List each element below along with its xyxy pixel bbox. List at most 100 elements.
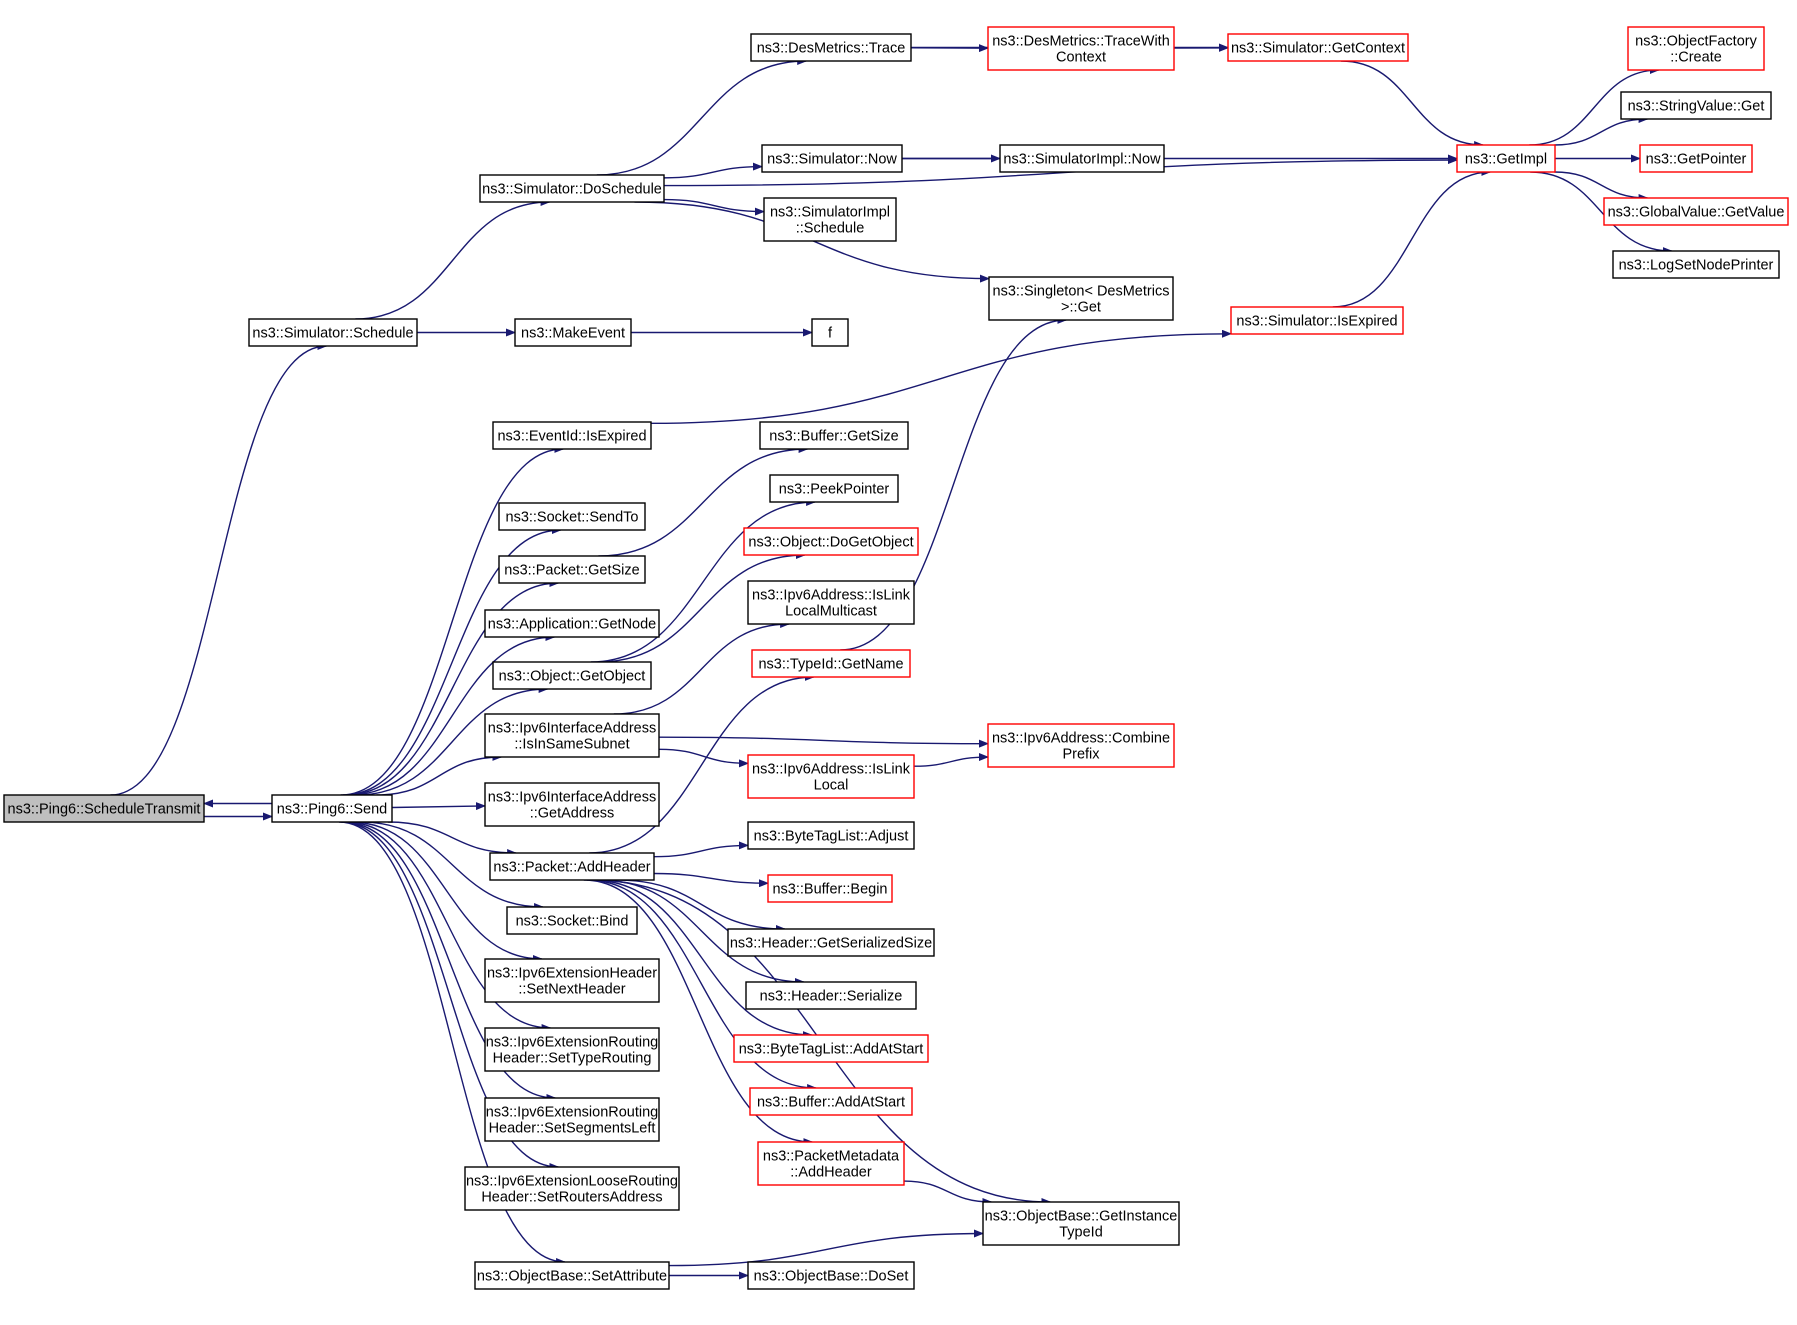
edge-simulator_doschedule-to-desmetrics_trace: [596, 57, 808, 176]
node-label: ns3::Header::Serialize: [760, 989, 903, 1005]
edge-packet_addheader-to-buffer_addatstart: [586, 879, 818, 1092]
node-simulator-getcontext[interactable]: ns3::Simulator::GetContext: [1227, 33, 1409, 62]
node-box: [999, 144, 1165, 173]
edge-ping6_send-to-socket_sendto: [343, 526, 562, 796]
edge-simulator_isexpired-to-getimpl: [1332, 168, 1492, 308]
edge-packet_addheader-to-typeid_getname: [589, 673, 815, 854]
node-box: [743, 527, 919, 556]
node-label: ::SetNextHeader: [518, 982, 625, 998]
node-label: Context: [1056, 50, 1106, 66]
node-objectbase-doset[interactable]: ns3::ObjectBase::DoSet: [747, 1261, 915, 1290]
node-eventid-isexpired[interactable]: ns3::EventId::IsExpired: [492, 421, 652, 450]
node-box: [3, 794, 205, 823]
node-simulator-isexpired[interactable]: ns3::Simulator::IsExpired: [1230, 306, 1404, 335]
edge-simulator_doschedule-to-simulatorimpl_schedule: [663, 198, 765, 216]
node-ipv6extrouting-setsegmentsleft[interactable]: ns3::Ipv6ExtensionRoutingHeader::SetSegm…: [484, 1097, 660, 1142]
node-label: ns3::Simulator::Now: [767, 152, 897, 168]
node-buffer-getsize[interactable]: ns3::Buffer::GetSize: [759, 421, 909, 450]
node-ipv6extloose-setroutersaddress[interactable]: ns3::Ipv6ExtensionLooseRoutingHeader::Se…: [464, 1166, 680, 1211]
edges-layer: [110, 43, 1673, 1280]
edge-ping6_send-to-eventid_isexpired: [340, 445, 565, 796]
node-label: ns3::SimulatorImpl::Now: [1003, 152, 1161, 168]
node-socket-bind[interactable]: ns3::Socket::Bind: [506, 906, 638, 935]
node-peekpointer[interactable]: ns3::PeekPointer: [769, 474, 899, 503]
node-box: [987, 723, 1175, 768]
node-typeid-getname[interactable]: ns3::TypeId::GetName: [751, 649, 911, 678]
node-box: [769, 474, 899, 503]
node-box: [484, 958, 660, 1003]
node-ipv6ifaddr-isinsamesubnet[interactable]: ns3::Ipv6InterfaceAddress::IsInSameSubne…: [484, 713, 660, 758]
node-packet-getsize[interactable]: ns3::Packet::GetSize: [498, 555, 646, 584]
node-box: [727, 928, 935, 957]
node-getpointer[interactable]: ns3::GetPointer: [1639, 144, 1753, 173]
node-socket-sendto[interactable]: ns3::Socket::SendTo: [498, 502, 646, 531]
node-simulator-schedule[interactable]: ns3::Simulator::Schedule: [248, 318, 418, 347]
node-label: ns3::Ipv6Address::IsLink: [752, 588, 911, 604]
node-label: ns3::Ipv6ExtensionHeader: [487, 966, 657, 982]
node-buffer-begin[interactable]: ns3::Buffer::Begin: [767, 874, 893, 903]
node-box: [484, 609, 660, 638]
node-simulator-doschedule[interactable]: ns3::Simulator::DoSchedule: [479, 174, 665, 203]
node-objectfactory-create[interactable]: ns3::ObjectFactory::Create: [1627, 26, 1765, 71]
node-bytetaglist-adjust[interactable]: ns3::ByteTagList::Adjust: [747, 821, 915, 850]
node-label: ns3::Simulator::IsExpired: [1236, 314, 1397, 330]
node-box: [1603, 197, 1789, 226]
node-buffer-addatstart[interactable]: ns3::Buffer::AddAtStart: [749, 1087, 913, 1116]
node-object-dogetobject[interactable]: ns3::Object::DoGetObject: [743, 527, 919, 556]
node-box: [747, 1261, 915, 1290]
node-makeevent[interactable]: ns3::MakeEvent: [514, 318, 632, 347]
node-header-getserializedsize[interactable]: ns3::Header::GetSerializedSize: [727, 928, 935, 957]
node-box: [749, 1087, 913, 1116]
node-stringvalue-get[interactable]: ns3::StringValue::Get: [1620, 91, 1772, 120]
node-desmetrics-trace[interactable]: ns3::DesMetrics::Trace: [750, 33, 912, 62]
edge-getimpl-to-logsetnodeprinter: [1530, 171, 1673, 255]
node-simulatorimpl-now[interactable]: ns3::SimulatorImpl::Now: [999, 144, 1165, 173]
node-box: [751, 649, 911, 678]
node-ping6-send[interactable]: ns3::Ping6::Send: [271, 794, 393, 823]
node-box: [506, 906, 638, 935]
node-application-getnode[interactable]: ns3::Application::GetNode: [484, 609, 660, 638]
node-label: ::GetAddress: [530, 806, 615, 822]
node-header-serialize[interactable]: ns3::Header::Serialize: [745, 981, 917, 1010]
node-logsetnodeprinter[interactable]: ns3::LogSetNodePrinter: [1612, 250, 1780, 279]
node-box: [498, 555, 646, 584]
edge-packet_addheader-to-bytetaglist_adjust: [653, 841, 749, 858]
node-object-getobject[interactable]: ns3::Object::GetObject: [492, 661, 652, 690]
node-box: [747, 821, 915, 850]
edge-objectbase_setattribute-to-objectbase_getinstancetypeid: [668, 1229, 984, 1267]
node-box: [484, 1027, 660, 1072]
node-box: [733, 1034, 929, 1063]
node-box: [479, 174, 665, 203]
node-schedule-transmit[interactable]: ns3::Ping6::ScheduleTransmit: [3, 794, 205, 823]
node-objectbase-setattribute[interactable]: ns3::ObjectBase::SetAttribute: [474, 1261, 670, 1290]
node-label: ns3::MakeEvent: [521, 326, 625, 342]
node-simulator-now[interactable]: ns3::Simulator::Now: [761, 144, 903, 173]
node-label: ns3::Socket::Bind: [516, 914, 629, 930]
node-packet-addheader[interactable]: ns3::Packet::AddHeader: [489, 852, 655, 881]
node-label: ns3::ByteTagList::Adjust: [754, 829, 909, 845]
node-getimpl[interactable]: ns3::GetImpl: [1456, 144, 1556, 173]
node-singleton-get[interactable]: ns3::Singleton< DesMetrics >::Get: [988, 276, 1174, 321]
node-label: ns3::Ping6::Send: [277, 802, 387, 818]
node-box: [464, 1166, 680, 1211]
node-label: >::Get: [1061, 300, 1101, 316]
node-label: ns3::DesMetrics::Trace: [757, 41, 906, 57]
node-bytetaglist-addatstart[interactable]: ns3::ByteTagList::AddAtStart: [733, 1034, 929, 1063]
node-f[interactable]: f: [811, 318, 849, 347]
edge-ping6_send-to-ipv6ifaddr_isinsamesubnet: [376, 753, 503, 796]
edge-getimpl-to-objectfactory_create: [1529, 66, 1660, 146]
node-ipv6ifaddr-getaddress[interactable]: ns3::Ipv6InterfaceAddress::GetAddress: [484, 782, 660, 827]
node-globalvalue-getvalue[interactable]: ns3::GlobalValue::GetValue: [1603, 197, 1789, 226]
node-label: Header::SetRoutersAddress: [481, 1190, 662, 1206]
edge-ping6_send-to-packet_addheader: [387, 821, 518, 857]
node-simulatorimpl-schedule[interactable]: ns3::SimulatorImpl::Schedule: [763, 197, 897, 242]
node-ipv6extrouting-settyperouting[interactable]: ns3::Ipv6ExtensionRoutingHeader::SetType…: [484, 1027, 660, 1072]
node-packetmetadata-addheader[interactable]: ns3::PacketMetadata::AddHeader: [757, 1141, 905, 1186]
node-ipv6exthdr-setnextheader[interactable]: ns3::Ipv6ExtensionHeader::SetNextHeader: [484, 958, 660, 1003]
